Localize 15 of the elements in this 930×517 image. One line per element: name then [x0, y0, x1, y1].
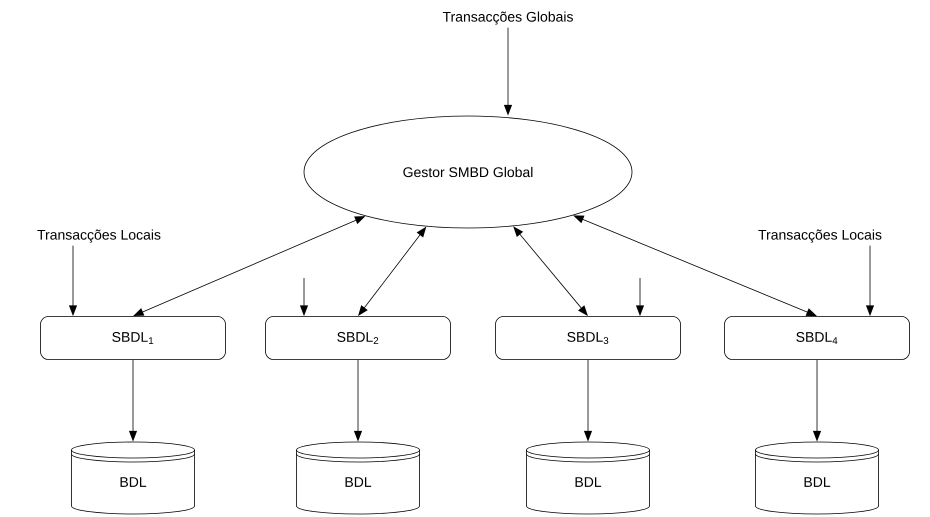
- system-box: SBDL$_{2}$: [265, 316, 451, 360]
- system-box: SBDL$_{4}$: [724, 316, 910, 360]
- database-cylinder: BDL: [526, 442, 650, 514]
- node-label: BDL: [804, 477, 830, 487]
- database-cylinder: BDL: [296, 442, 420, 514]
- label-text: Transacções Globais: [442, 11, 573, 25]
- node-label: BDL: [576, 477, 602, 487]
- system-box: SBDL$_{3}$: [495, 316, 681, 360]
- database-cylinder: BDL: [755, 442, 879, 514]
- system-box: SBDL$_{1}$: [40, 316, 226, 360]
- label-text: Transacções Locais: [37, 229, 160, 243]
- label-text: Transacções Locais: [758, 229, 882, 243]
- database-cylinder: BDL: [71, 442, 195, 514]
- node-label: BDL: [120, 477, 146, 487]
- node-label: BDL: [346, 477, 372, 487]
